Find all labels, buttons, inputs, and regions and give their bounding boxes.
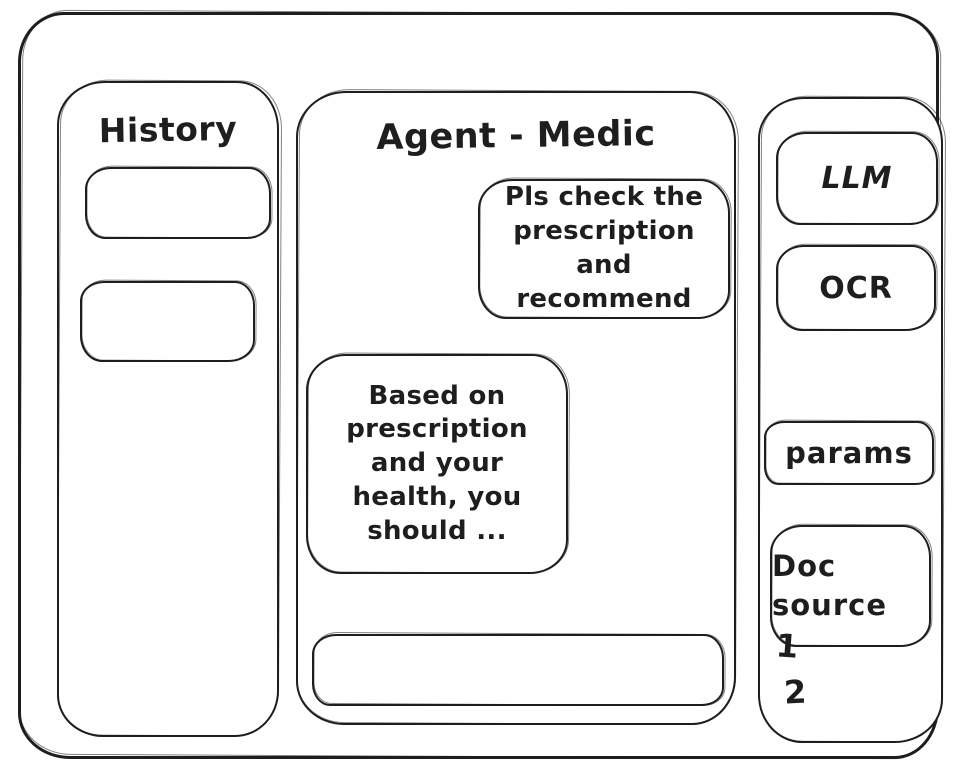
chat-message-user: Pls check the prescription and recommend	[478, 179, 730, 319]
history-item[interactable]	[85, 167, 271, 239]
ocr-button[interactable]: OCR	[776, 245, 936, 331]
params-button[interactable]: params	[764, 421, 934, 485]
chat-input[interactable]	[314, 636, 722, 704]
history-panel-title: History	[98, 108, 238, 151]
doc-source-button[interactable]: Doc source	[770, 525, 931, 647]
chat-panel-title: Agent - Medic	[376, 114, 656, 158]
history-item[interactable]	[80, 281, 255, 362]
doc-source-item-2[interactable]: 2	[783, 672, 808, 712]
doc-source-item-1[interactable]: 1	[774, 626, 800, 666]
chat-input-bar[interactable]	[312, 634, 724, 706]
chat-message-assistant: Based on prescription and your health, y…	[306, 354, 568, 574]
llm-button[interactable]: LLM	[776, 132, 938, 225]
chat-panel: Agent - Medic Pls check the prescription…	[296, 91, 736, 725]
tools-panel: LLM OCR params Doc source 1 2	[758, 97, 943, 743]
app-window-frame: History Agent - Medic Pls check the pres…	[18, 12, 943, 759]
history-panel: History	[57, 81, 279, 737]
